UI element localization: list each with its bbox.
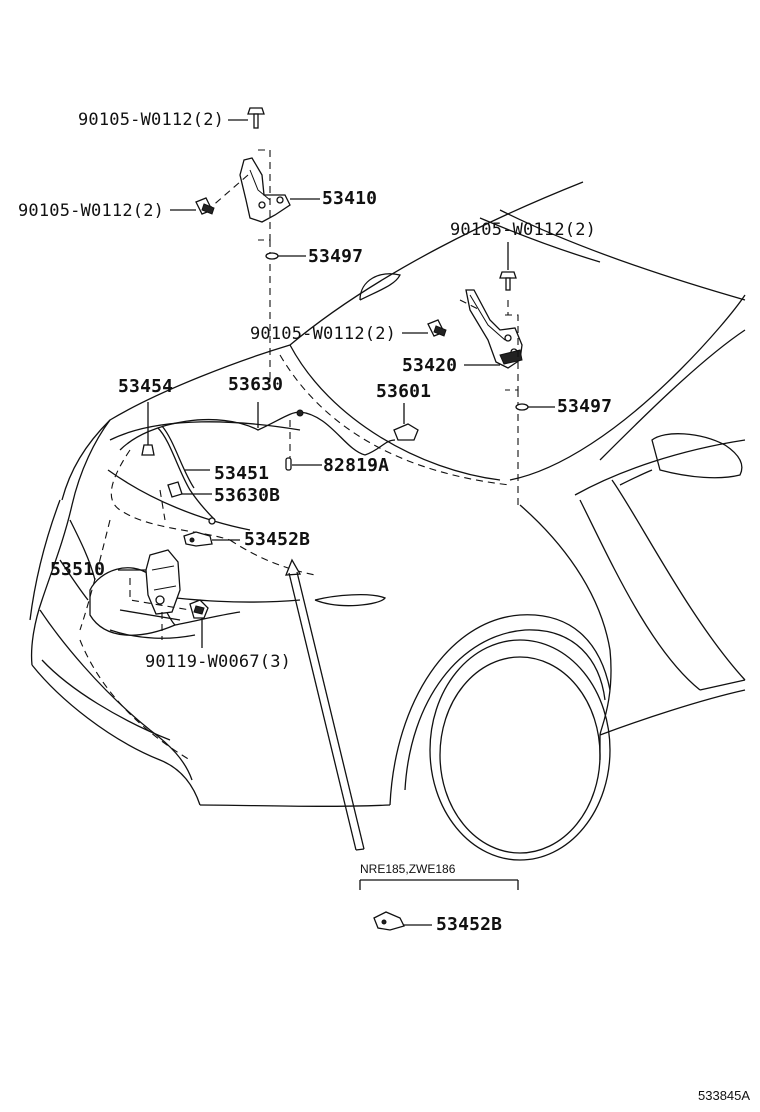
label-bolt-right-mid: 90105-W0112(2): [250, 324, 397, 344]
lock-bolt-icon: [189, 599, 209, 648]
label-retainer: 82819A: [323, 455, 390, 476]
label-cushion-right: 53497: [557, 396, 613, 417]
label-cable-clamp: 53630B: [214, 485, 281, 506]
cushion-left-icon: [265, 252, 306, 260]
variant-note: NRE185,ZWE186: [360, 862, 456, 876]
support-rod: [141, 402, 216, 525]
front-fascia: [30, 419, 391, 807]
cushion-right-icon: [515, 403, 555, 411]
variant-clip-icon: [373, 911, 432, 931]
hood-outline: [29, 181, 746, 691]
label-support-rod: 53454: [118, 376, 174, 397]
label-lock-clip: 53452B: [244, 529, 311, 550]
label-prop-holder: 53601: [376, 381, 432, 402]
label-hinge-right: 53420: [402, 355, 458, 376]
label-variant-clip: 53452B: [436, 914, 503, 935]
diagram-ref: 533845A: [698, 1088, 751, 1103]
hinge-left: [209, 149, 291, 380]
cable-clamp-icon: [159, 481, 212, 521]
fender-wheel: [389, 504, 746, 861]
label-bolt-left: 90105-W0112(2): [18, 201, 165, 221]
hinge-right: [459, 289, 523, 510]
label-bolt-right-top: 90105-W0112(2): [450, 220, 597, 240]
callout-arrow: [285, 558, 365, 851]
label-rod-clamp: 53451: [214, 463, 270, 484]
label-cushion-left: 53497: [308, 246, 364, 267]
label-bolt-top: 90105-W0112(2): [78, 110, 225, 130]
label-hood-lock: 53510: [50, 559, 106, 580]
bolt-right-mid-icon: [402, 319, 447, 337]
retainer-icon: [285, 457, 322, 471]
bolt-right-top-icon: [499, 242, 517, 291]
prop-holder-icon: [393, 403, 419, 441]
bolt-top-icon: [228, 107, 265, 129]
hood-lock: [118, 549, 191, 640]
label-hinge-left: 53410: [322, 188, 378, 209]
label-lock-bolt: 90119-W0067(3): [145, 652, 292, 672]
lock-clip-icon: [183, 531, 240, 547]
bolt-left-icon: [170, 197, 215, 215]
label-release-cable: 53630: [228, 374, 284, 395]
variant-bracket: [359, 879, 519, 890]
hood-inner-dashed: [79, 354, 511, 761]
